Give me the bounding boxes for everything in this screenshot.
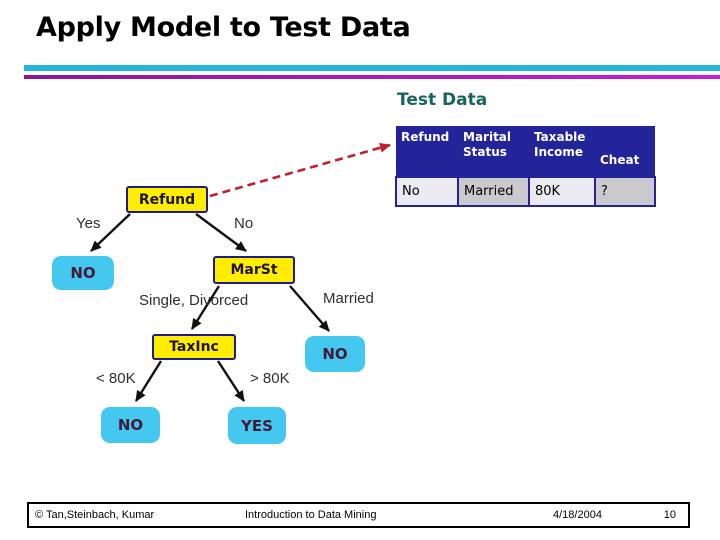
table-header-row: Refund Marital Status Taxable Income Che…: [396, 126, 655, 177]
divider-purple: [24, 75, 720, 79]
edge-taxinc-lt80k: [134, 360, 163, 402]
tree-leaf-no-refund-yes: NO: [52, 256, 114, 290]
tree-node-refund: Refund: [126, 186, 208, 213]
edge-label-lt80k: < 80K: [96, 370, 136, 387]
divider-teal: [24, 65, 720, 71]
cell-taxable-income: 80K: [528, 176, 596, 207]
table-row: No Married 80K ?: [395, 176, 656, 207]
cell-marital-status: Married: [457, 176, 530, 207]
test-data-table: Refund Marital Status Taxable Income Che…: [395, 126, 656, 207]
tree-node-taxinc: TaxInc: [152, 334, 236, 360]
cell-cheat: ?: [594, 176, 656, 207]
column-header-marital-status: Marital Status: [458, 126, 529, 177]
tree-leaf-no-married: NO: [305, 336, 365, 372]
column-header-taxable-income: Taxable Income: [529, 126, 595, 177]
slide-footer: © Tan,Steinbach, Kumar Introduction to D…: [27, 502, 690, 528]
column-header-cheat: Cheat: [595, 126, 655, 177]
edge-label-yes: Yes: [76, 215, 101, 232]
edge-label-married: Married: [323, 290, 374, 307]
tree-leaf-no-lt80k: NO: [101, 407, 160, 443]
footer-book-title: Introduction to Data Mining: [245, 509, 377, 521]
footer-copyright: © Tan,Steinbach, Kumar: [35, 509, 155, 521]
footer-page-number: 10: [663, 509, 676, 521]
edge-taxinc-gt80k: [216, 360, 246, 402]
edge-label-gt80k: > 80K: [250, 370, 290, 387]
tree-leaf-yes-gt80k: YES: [228, 407, 286, 444]
test-data-label: Test Data: [397, 90, 488, 110]
column-header-refund: Refund: [396, 126, 458, 177]
footer-date: 4/18/2004: [553, 509, 602, 521]
edge-label-single-divorced: Single, Divorced: [139, 292, 249, 309]
page-title: Apply Model to Test Data: [36, 12, 411, 43]
edge-label-no: No: [234, 215, 254, 232]
apply-record-dashed-arrow: [209, 142, 391, 198]
cell-refund: No: [395, 176, 459, 207]
tree-node-marst: MarSt: [213, 256, 295, 284]
